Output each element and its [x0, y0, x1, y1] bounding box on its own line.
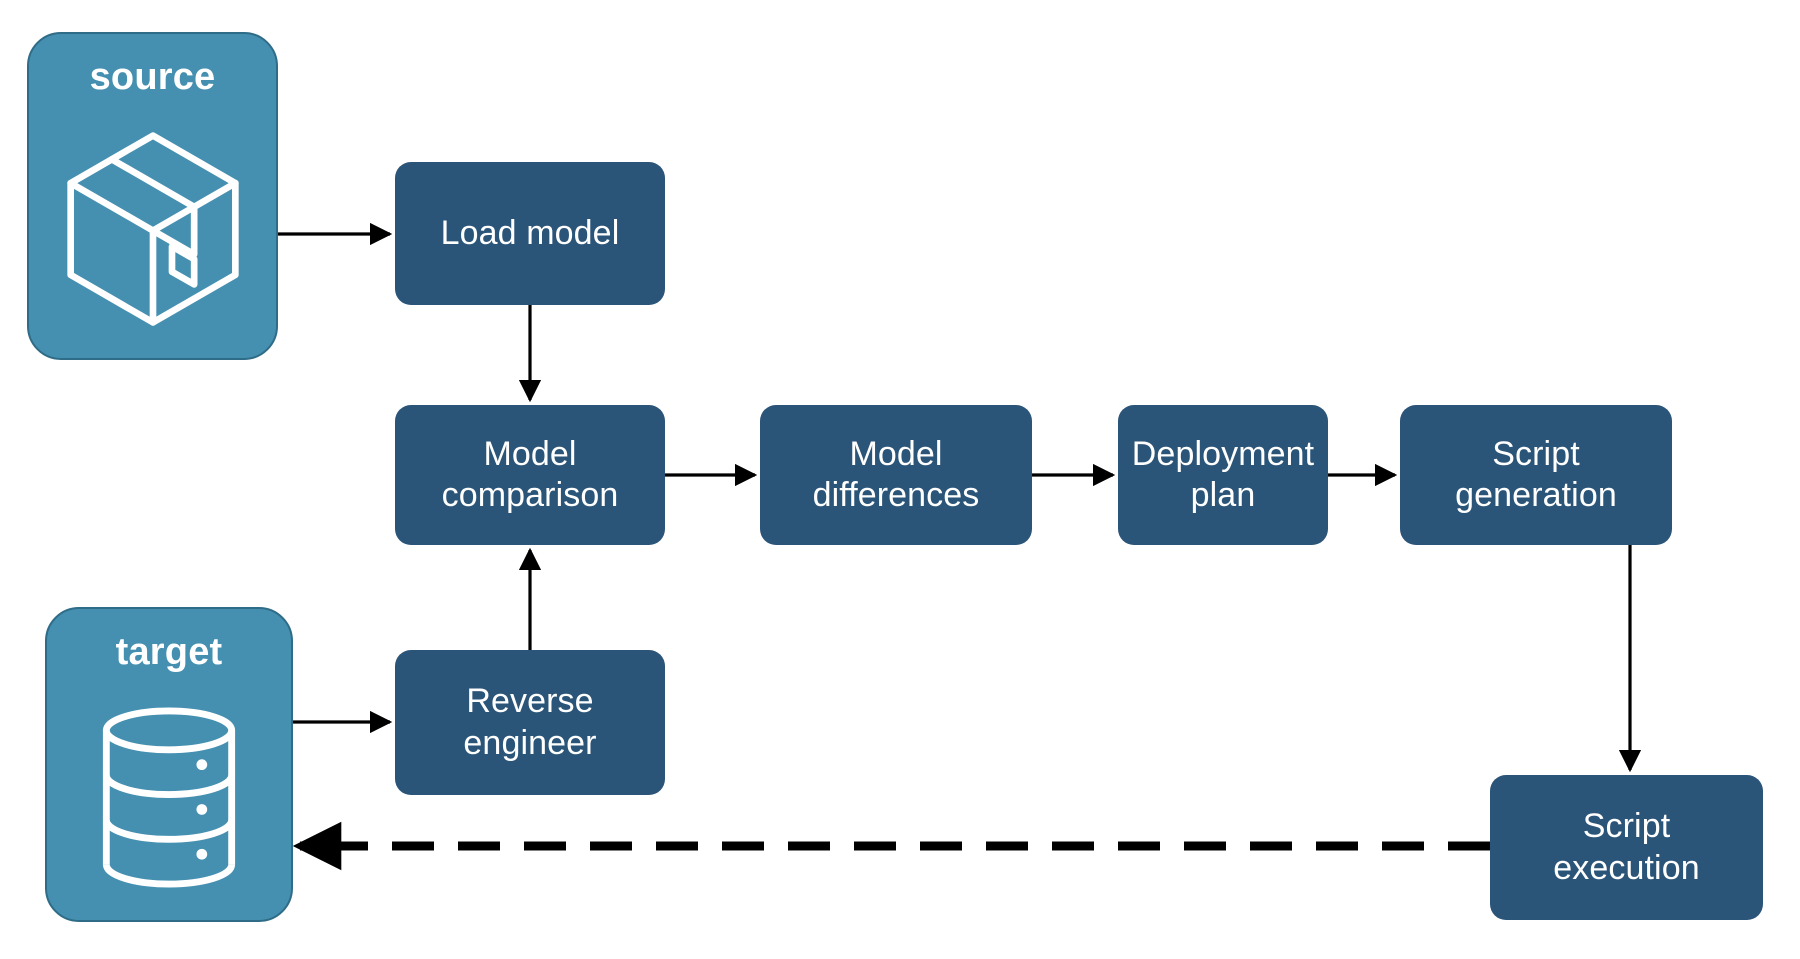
node-script-execution[interactable]: Script execution: [1490, 775, 1763, 920]
node-reverse-engineer-label: Reverse engineer: [463, 682, 597, 762]
node-model-comparison-label: Model comparison: [441, 434, 619, 514]
node-reverse-engineer[interactable]: Reverse engineer: [395, 650, 665, 795]
node-model-differences[interactable]: Model differences: [760, 405, 1032, 545]
package-box-icon: [29, 99, 276, 358]
node-script-generation-label: Script generation: [1455, 434, 1617, 514]
node-target[interactable]: target: [45, 607, 293, 922]
node-source-label: source: [89, 56, 216, 98]
node-target-label: target: [115, 631, 223, 673]
database-cylinder-icon: [47, 674, 291, 920]
node-load-model-label: Load model: [440, 213, 620, 252]
node-source[interactable]: source: [27, 32, 278, 360]
node-script-execution-label: Script execution: [1553, 807, 1700, 887]
node-model-differences-label: Model differences: [812, 434, 980, 514]
node-script-generation[interactable]: Script generation: [1400, 405, 1672, 545]
node-load-model[interactable]: Load model: [395, 162, 665, 305]
node-deployment-plan[interactable]: Deployment plan: [1118, 405, 1328, 545]
node-model-comparison[interactable]: Model comparison: [395, 405, 665, 545]
node-deployment-plan-label: Deployment plan: [1131, 434, 1315, 514]
